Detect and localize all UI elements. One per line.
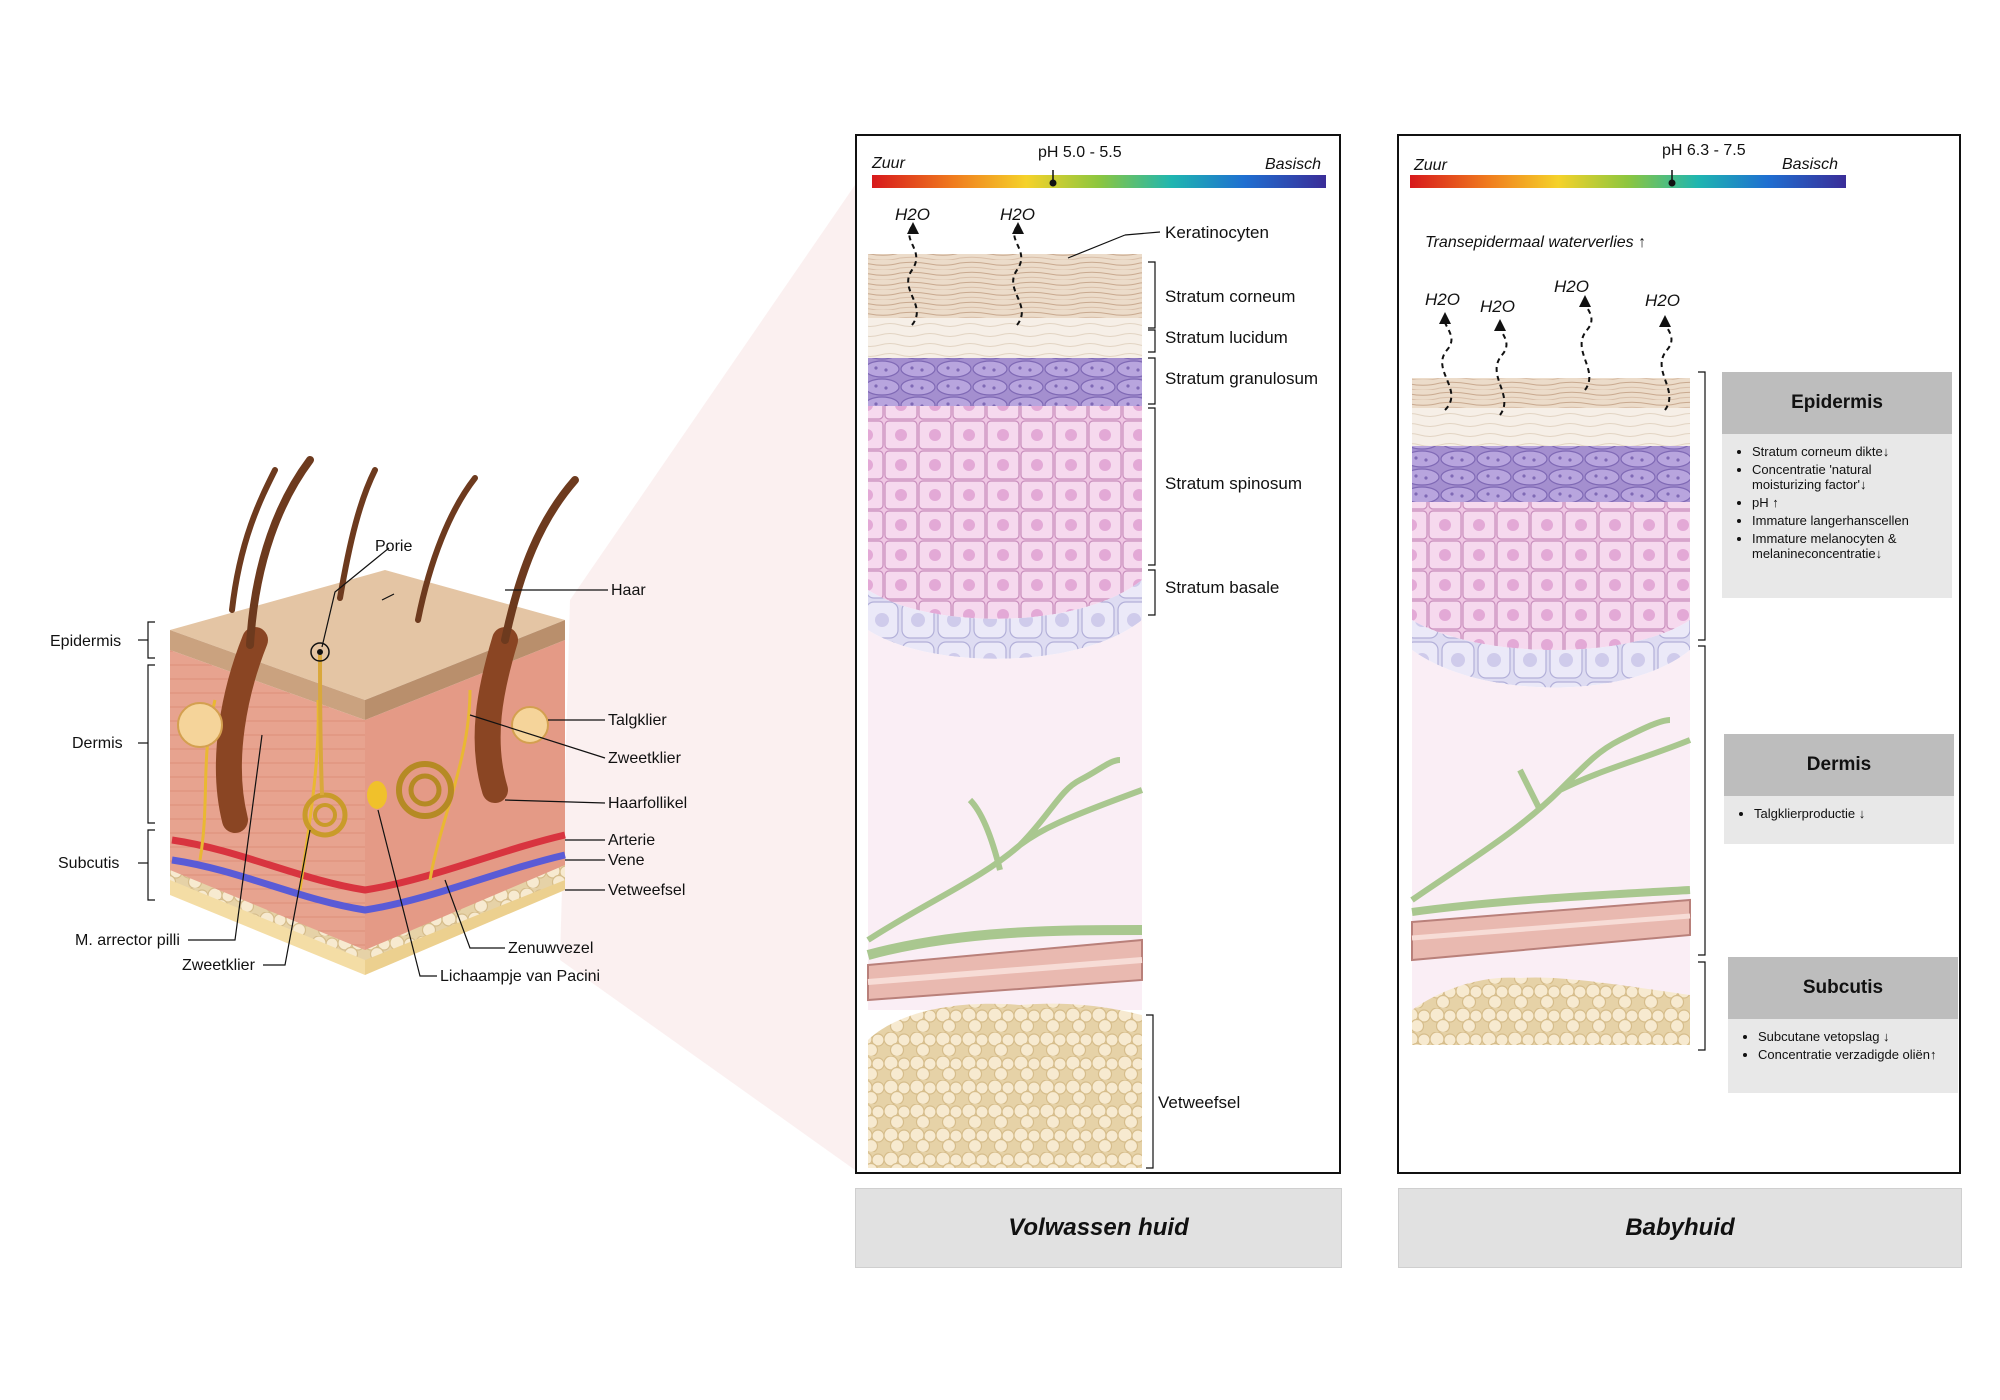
baby-dermis-box: Dermis Talgklierproductie ↓ [1724,734,1954,844]
baby-ph-scale [1410,175,1846,188]
baby-h2o-2: H2O [1480,297,1515,316]
baby-subcutis-title: Subcutis [1728,957,1958,1019]
baby-dermis-title: Dermis [1724,734,1954,796]
list-item: Concentratie verzadigde oliën↑ [1758,1047,1944,1062]
baby-epidermis-box: Epidermis Stratum corneum dikte↓ Concent… [1722,372,1952,598]
label-zweetklier-right: Zweetklier [608,750,682,767]
label-arterie: Arterie [608,832,655,849]
baby-epidermis-title: Epidermis [1722,372,1952,434]
adult-label-stratum-corneum: Stratum corneum [1165,287,1295,306]
label-m-arrector-pilli: M. arrector pilli [75,932,180,949]
baby-h2o-1: H2O [1425,290,1460,309]
adult-label-stratum-basale: Stratum basale [1165,578,1279,597]
list-item: Stratum corneum dikte↓ [1752,444,1938,459]
baby-h2o-3: H2O [1554,277,1589,296]
adult-ph-scale [872,175,1326,188]
label-dermis: Dermis [72,735,123,752]
list-item: Talgklierproductie ↓ [1754,806,1940,821]
baby-subcutis-box: Subcutis Subcutane vetopslag ↓ Concentra… [1728,957,1958,1093]
baby-ph-right: Basisch [1782,156,1838,173]
left-leader-lines [188,547,608,977]
list-item: Concentratie 'natural moisturizing facto… [1752,462,1938,492]
label-lichaampje-van-pacini: Lichaampje van Pacini [440,968,600,985]
adult-label-stratum-spinosum: Stratum spinosum [1165,474,1302,493]
left-labels: Epidermis Dermis Subcutis Porie Haar Tal… [50,538,687,985]
adult-label-stratum-granulosum: Stratum granulosum [1165,369,1318,388]
label-zenuwvezel: Zenuwvezel [508,940,593,957]
label-porie: Porie [375,538,412,555]
baby-ph-range: pH 6.3 - 7.5 [1662,142,1746,159]
baby-ph-left: Zuur [1413,157,1448,174]
label-epidermis: Epidermis [50,633,121,650]
list-item: Immature langerhanscellen [1752,513,1938,528]
adult-label-vetweefsel: Vetweefsel [1158,1093,1240,1112]
list-item: pH ↑ [1752,495,1938,510]
left-layer-brackets [138,621,155,901]
adult-label-stratum-lucidum: Stratum lucidum [1165,328,1288,347]
label-vene: Vene [608,852,645,869]
label-zweetklier-bottom: Zweetklier [182,957,256,974]
baby-ph-marker [1668,179,1676,187]
label-talgklier: Talgklier [608,712,667,729]
adult-caption: Volwassen huid [855,1188,1342,1268]
skin-cube-illustration [170,185,855,1170]
adult-ph-left: Zuur [871,155,906,172]
label-vetweefsel-left: Vetweefsel [608,882,685,899]
adult-label-keratinocyten: Keratinocyten [1165,223,1269,242]
label-haar: Haar [611,582,646,599]
list-item: Immature melanocyten & melanineconcentra… [1752,531,1938,561]
adult-ph-right: Basisch [1265,156,1321,173]
adult-h2o-1: H2O [895,205,930,224]
adult-skin-panel: Zuur Basisch pH 5.0 - 5.5 H2O H2O [855,134,1341,1174]
label-haarfollikel: Haarfollikel [608,795,687,812]
adult-ph-marker [1049,179,1057,187]
label-subcutis: Subcutis [58,855,119,872]
adult-h2o-2: H2O [1000,205,1035,224]
list-item: Subcutane vetopslag ↓ [1758,1029,1944,1044]
baby-transepidermal-text: Transepidermaal waterverlies ↑ [1425,234,1646,251]
adult-ph-range: pH 5.0 - 5.5 [1038,144,1122,161]
baby-caption: Babyhuid [1398,1188,1962,1268]
baby-h2o-4: H2O [1645,291,1680,310]
